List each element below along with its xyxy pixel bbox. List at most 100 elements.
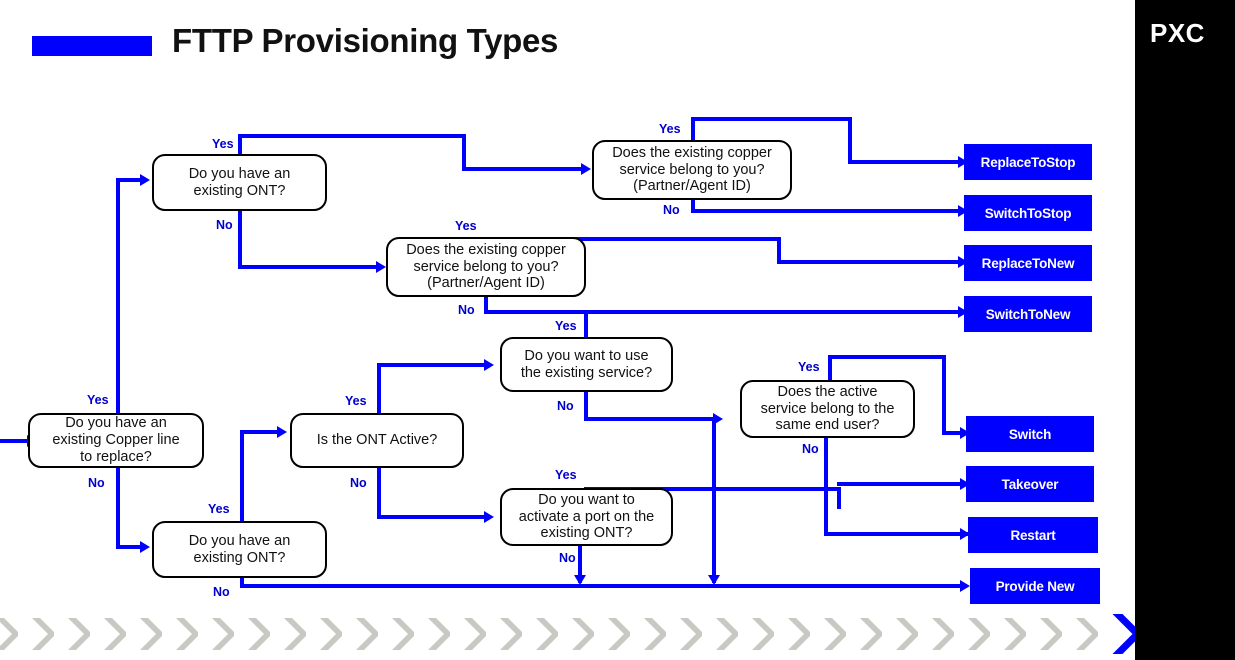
decision-ont-active-text: Is the ONT Active? (316, 432, 438, 449)
chevron-icon (1038, 618, 1062, 650)
edge-label-copper-yes: Yes (87, 393, 109, 407)
arrowhead-ontactive (277, 425, 287, 438)
edge-sameuser-no-h (824, 532, 968, 536)
chevron-icon (282, 618, 306, 650)
chevron-icon (246, 618, 270, 650)
decision-use-service-2: the existing service? (520, 364, 653, 381)
edge-ontbottom-no-h (240, 584, 967, 588)
edge-coppertop-no-h (691, 209, 965, 213)
edge-sameuser-yes-h (828, 355, 946, 359)
edge-label-coppertop-yes: Yes (659, 122, 681, 136)
decision-is-ont-active[interactable]: Is the ONT Active? (290, 413, 464, 468)
decision-copper-mid-1: Does the existing copper (406, 241, 566, 258)
decision-copper-line-1: Do you have an (65, 415, 167, 432)
edge-ontactive-yes-v (377, 363, 381, 419)
arrowhead-activate-no (573, 575, 586, 585)
edge-onttop-yes-v2 (462, 134, 466, 171)
edge-activate-no-v (578, 545, 582, 583)
edge-label-copper-no: No (88, 476, 105, 490)
outcome-switch[interactable]: Switch (966, 416, 1094, 452)
decision-ont-bottom-1: Do you have an (188, 532, 291, 549)
decision-existing-ont-bottom[interactable]: Do you have an existing ONT? (152, 521, 327, 578)
chevron-icon (66, 618, 90, 650)
edge-ontactive-yes-h (377, 363, 489, 367)
decision-same-user-3: same end user? (775, 417, 880, 434)
edge-sameuser-yes-v (828, 355, 832, 383)
chevron-icon (210, 618, 234, 650)
outcome-takeover[interactable]: Takeover (966, 466, 1094, 502)
decision-same-user-1: Does the active (777, 383, 878, 400)
decision-copper-line-2: existing Copper line (52, 432, 180, 449)
edge-label-coppertop-no: No (663, 203, 680, 217)
edge-coppertop-yes-h2 (848, 160, 965, 164)
edge-label-ontbottom-no: No (213, 585, 230, 599)
outcome-replacetostop[interactable]: ReplaceToStop (964, 144, 1092, 180)
chevron-icon (606, 618, 630, 650)
edge-coppermid-yes-h2 (777, 260, 965, 264)
chevron-icon (786, 618, 810, 650)
edge-copper-no-h (116, 545, 146, 549)
outcome-switchtonew[interactable]: SwitchToNew (964, 296, 1092, 332)
decision-existing-ont-top[interactable]: Do you have an existing ONT? (152, 154, 327, 211)
edge-label-ontactive-no: No (350, 476, 367, 490)
chevron-icon (426, 618, 450, 650)
edge-label-coppermid-yes: Yes (455, 219, 477, 233)
edge-label-onttop-no: No (216, 218, 233, 232)
edge-coppertop-no-v (691, 198, 695, 212)
edge-coppertop-yes-v2 (848, 117, 852, 161)
chevron-icon (1002, 618, 1026, 650)
arrowhead-replacetonew (958, 255, 968, 268)
outcome-restart[interactable]: Restart (968, 517, 1098, 553)
chevron-icon (354, 618, 378, 650)
chevron-icon (750, 618, 774, 650)
edge-label-coppermid-no: No (458, 303, 475, 317)
edge-label-activate-yes: Yes (555, 468, 577, 482)
edge-activate-yes-v2 (837, 487, 841, 509)
chevron-icon (894, 618, 918, 650)
decision-same-end-user[interactable]: Does the active service belong to the sa… (740, 380, 915, 438)
arrowhead-switchtostop (958, 204, 968, 217)
edge-useservice-rail-v (712, 417, 716, 583)
chevron-icon (714, 618, 738, 650)
edge-coppermid-yes-h (484, 237, 781, 241)
chevron-icon (1074, 618, 1098, 650)
arrowhead-switchtonew (958, 305, 968, 318)
edge-onttop-no-h (238, 265, 380, 269)
edge-onttop-yes-v (238, 134, 242, 156)
edge-label-sameuser-yes: Yes (798, 360, 820, 374)
decision-copper-top-2: service belong to you? (619, 161, 765, 178)
decision-copper-belongs-top[interactable]: Does the existing copper service belong … (592, 140, 792, 200)
edge-activate-yes-h2 (837, 482, 968, 486)
edge-coppermid-no-h (484, 310, 965, 314)
decision-use-service-1: Do you want to use (524, 347, 649, 364)
edge-sameuser-yes-h2 (942, 431, 967, 435)
chevron-icon (822, 618, 846, 650)
decision-use-existing-service[interactable]: Do you want to use the existing service? (500, 337, 673, 392)
arrowhead-restart (960, 527, 970, 540)
edge-label-ontactive-yes: Yes (345, 394, 367, 408)
chevron-icon (30, 618, 54, 650)
outcome-providenew[interactable]: Provide New (970, 568, 1100, 604)
edge-useservice-no-h (584, 417, 718, 421)
edge-ontbottom-no-v (240, 576, 244, 588)
decision-copper-belongs-mid[interactable]: Does the existing copper service belong … (386, 237, 586, 297)
decision-activate-2: activate a port on the (518, 508, 655, 525)
edge-onttop-yes-h2 (462, 167, 586, 171)
page-title: FTTP Provisioning Types (172, 22, 559, 59)
arrowhead-useservice (484, 358, 494, 371)
decision-existing-copper-line[interactable]: Do you have an existing Copper line to r… (28, 413, 204, 468)
chevron-icon (498, 618, 522, 650)
edge-coppertop-yes-v (691, 117, 695, 143)
arrowhead-switch (960, 426, 970, 439)
chevron-icon (390, 618, 414, 650)
decision-activate-port[interactable]: Do you want to activate a port on the ex… (500, 488, 673, 546)
chevron-icon (966, 618, 990, 650)
decision-ont-top-2: existing ONT? (193, 182, 286, 199)
decision-copper-top-3: (Partner/Agent ID) (633, 178, 751, 195)
outcome-switchtostop[interactable]: SwitchToStop (964, 195, 1092, 231)
decision-activate-3: existing ONT? (540, 525, 633, 542)
decision-copper-top-1: Does the existing copper (612, 144, 772, 161)
chevron-icon (138, 618, 162, 650)
arrowhead-onttop-yes (581, 162, 591, 175)
outcome-replacetonew[interactable]: ReplaceToNew (964, 245, 1092, 281)
